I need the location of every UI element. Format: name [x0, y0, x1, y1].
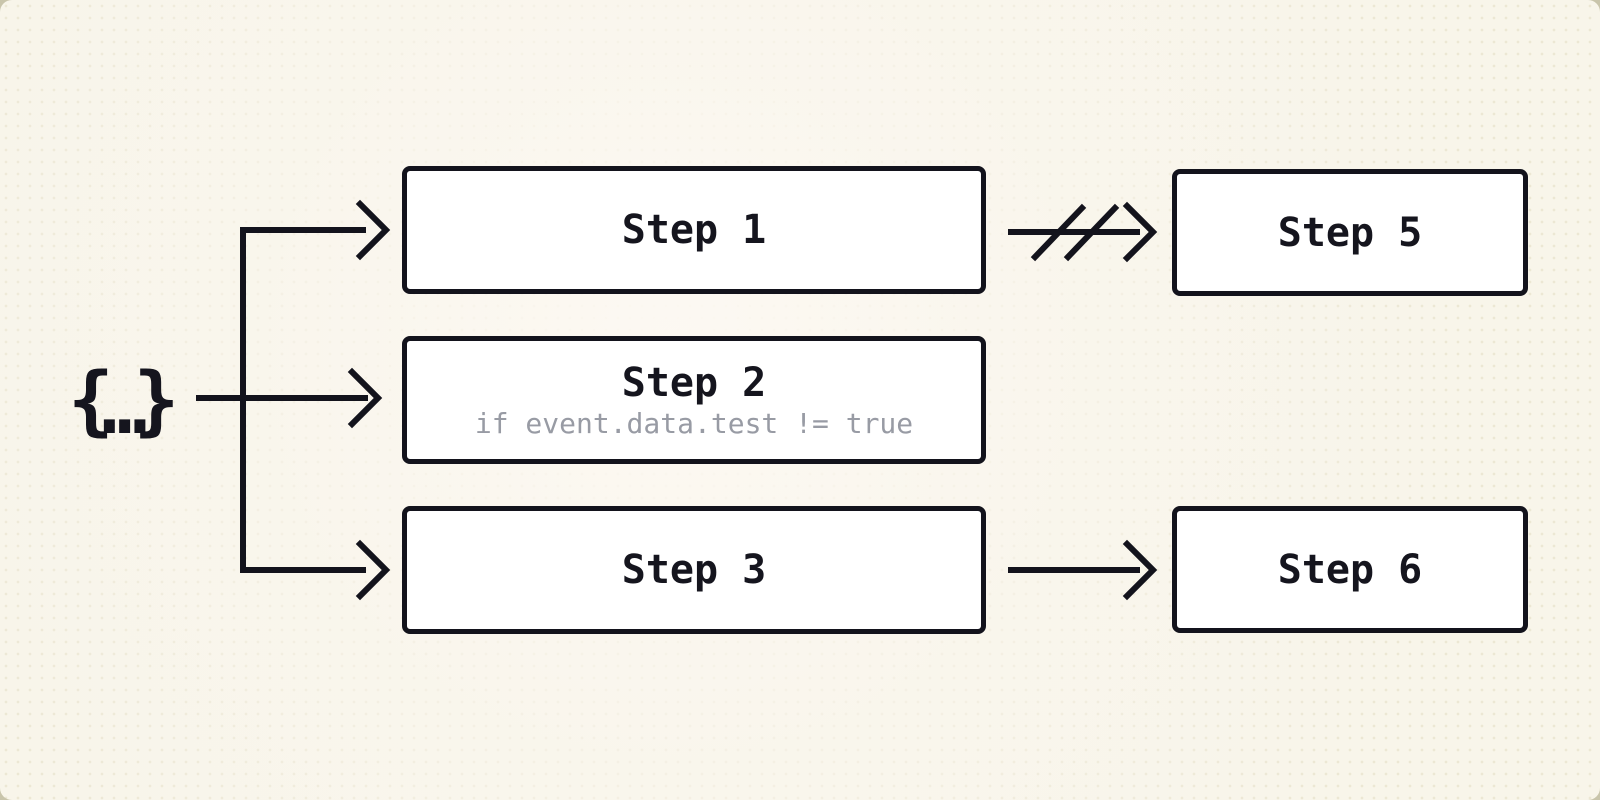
- node-label: Step 1: [621, 207, 767, 253]
- broken-arrowhead-icon: [1122, 201, 1158, 263]
- branch-bottom-arrowhead-icon: [355, 539, 391, 601]
- branch-top-arrowhead-icon: [355, 199, 391, 261]
- node-step-5: Step 5: [1172, 169, 1528, 296]
- branch-connector: [240, 227, 366, 573]
- broken-arrow-slash-icon: [1030, 203, 1087, 262]
- node-step-2: Step 2 if event.data.test != true: [402, 336, 986, 464]
- node-label: Step 6: [1277, 546, 1423, 593]
- node-condition: if event.data.test != true: [474, 406, 914, 440]
- node-step-3: Step 3: [402, 506, 986, 634]
- source-arrowhead-icon: [347, 367, 383, 429]
- open-brace: {: [68, 355, 114, 444]
- node-label: Step 3: [621, 547, 767, 593]
- node-label: Step 2: [621, 359, 767, 406]
- close-brace: }: [133, 355, 180, 444]
- broken-arrow-slash-icon: [1063, 203, 1120, 262]
- step3-step6-arrowhead-icon: [1122, 539, 1158, 601]
- node-step-1: Step 1: [402, 166, 986, 294]
- node-label: Step 5: [1277, 209, 1423, 256]
- ellipsis: …: [101, 362, 148, 451]
- node-step-6: Step 6: [1172, 506, 1528, 633]
- source-object-symbol: { … }: [68, 352, 179, 448]
